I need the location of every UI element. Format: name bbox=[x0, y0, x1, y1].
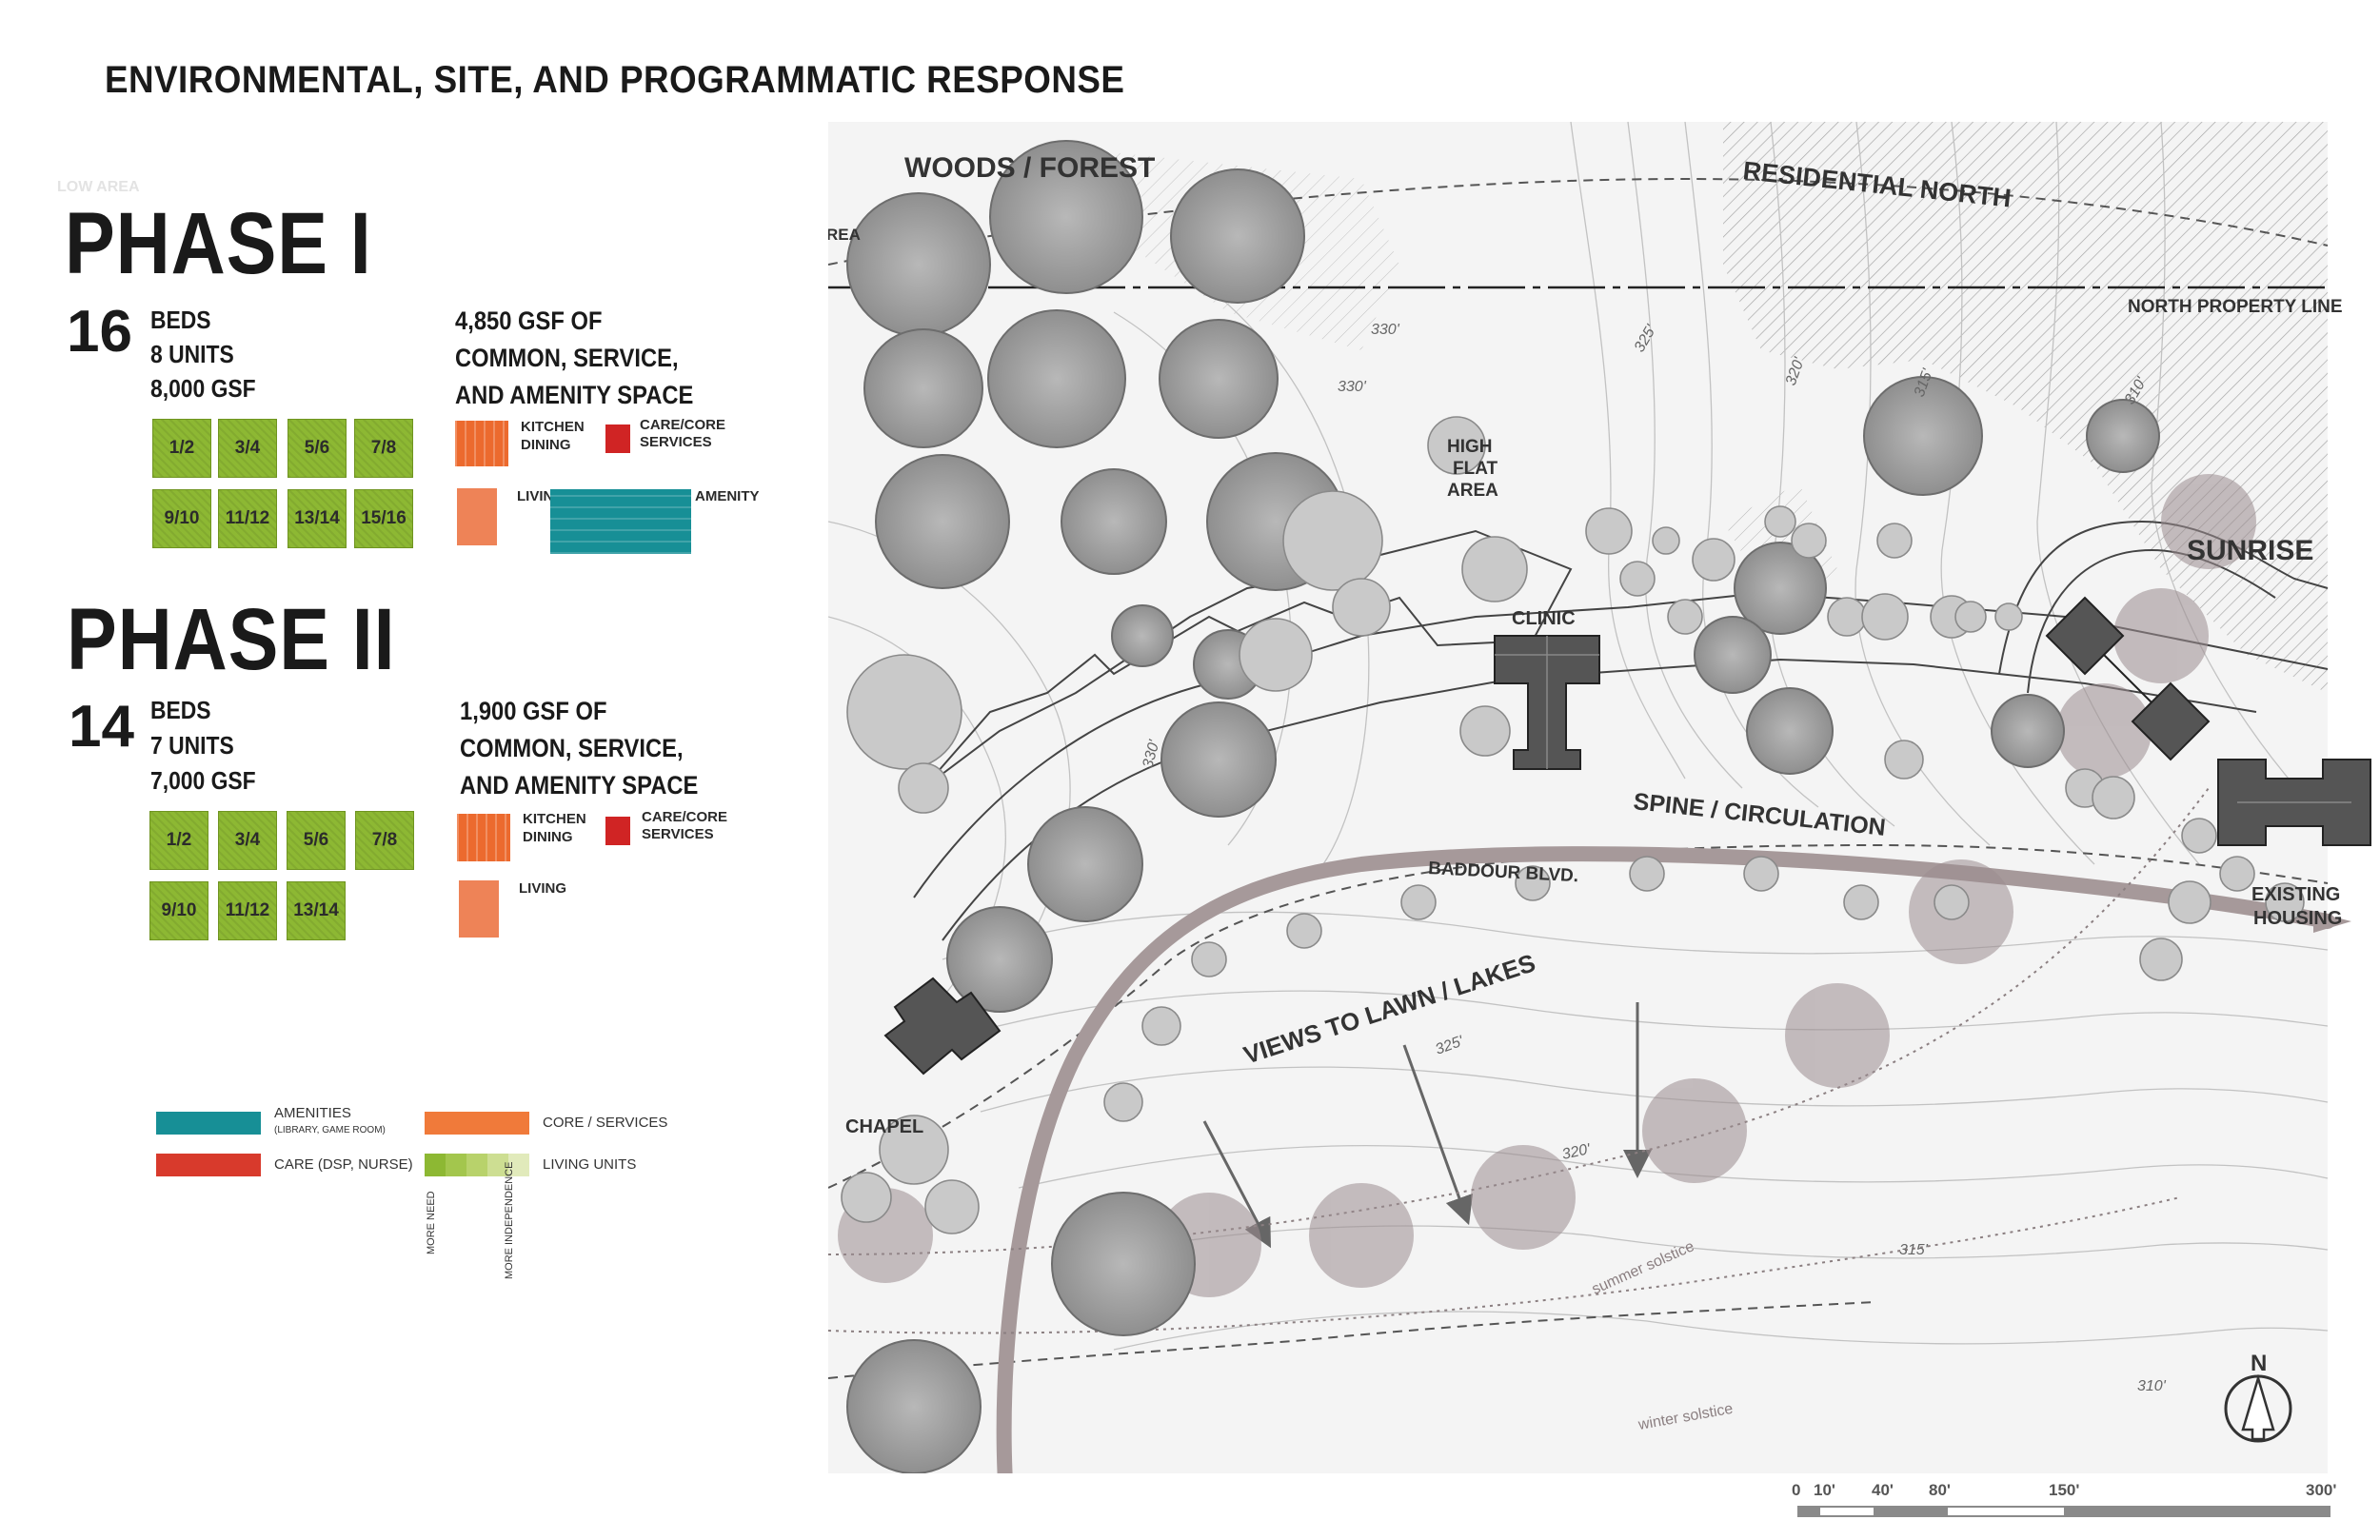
phase1-care-label-1: CARE/CORE bbox=[640, 417, 726, 433]
phase2-title: PHASE II bbox=[67, 591, 396, 688]
map-label-existing-housing-2: HOUSING bbox=[2253, 908, 2342, 929]
map-label-existing-housing-1: EXISTING bbox=[2251, 884, 2340, 905]
phase2-unit: 7/8 bbox=[355, 811, 414, 870]
phase2-beds-label: BEDS bbox=[150, 696, 211, 724]
phase1-kitchen-swatch bbox=[455, 421, 508, 466]
phase1-common-gsf-3: AND AMENITY SPACE bbox=[455, 381, 694, 409]
phase2-unit: 3/4 bbox=[218, 811, 277, 870]
legend-amenities-swatch bbox=[156, 1112, 261, 1135]
legend-core-label: CORE / SERVICES bbox=[543, 1115, 668, 1131]
map-label-chapel: CHAPEL bbox=[845, 1116, 923, 1137]
ghost-low-area: LOW AREA bbox=[57, 179, 140, 195]
phase1-kitchen-label-2: DINING bbox=[521, 437, 571, 453]
contour-label: 310' bbox=[2137, 1378, 2167, 1394]
scale-bar bbox=[1797, 1506, 2330, 1517]
contour-label: 330' bbox=[1371, 322, 1400, 338]
phase2-unit: 5/6 bbox=[287, 811, 346, 870]
legend-amenities-sub: (LIBRARY, GAME ROOM) bbox=[274, 1125, 386, 1135]
phase2-unit: 9/10 bbox=[149, 881, 208, 940]
map-label-low-area: LOW AREA bbox=[828, 226, 861, 244]
map-label-high-flat-2: FLAT bbox=[1453, 459, 1498, 479]
phase2-care-label-2: SERVICES bbox=[642, 826, 714, 842]
contour-label: 320' bbox=[1560, 1141, 1593, 1163]
phase1-beds-count: 16 bbox=[67, 299, 132, 365]
phase1-unit: 9/10 bbox=[152, 489, 211, 548]
phase1-common-gsf-2: COMMON, SERVICE, bbox=[455, 344, 679, 372]
phase1-beds-label: BEDS bbox=[150, 306, 211, 334]
legend-care-label: CARE (DSP, NURSE) bbox=[274, 1156, 413, 1173]
contour-label: 330' bbox=[1338, 379, 1367, 395]
phase1-kitchen-label-1: KITCHEN bbox=[521, 419, 585, 435]
site-plan-map: WOODS / FOREST RESIDENTIAL NORTH NORTH P… bbox=[828, 122, 2371, 1473]
phase2-care-swatch bbox=[605, 817, 630, 845]
map-label-clinic: CLINIC bbox=[1512, 608, 1576, 629]
phase2-living-label: LIVING bbox=[519, 880, 567, 897]
phase1-care-swatch bbox=[605, 424, 630, 453]
scale-label: 300' bbox=[2306, 1481, 2337, 1499]
phase2-beds-count: 14 bbox=[69, 694, 134, 760]
phase2-gsf: 7,000 GSF bbox=[150, 766, 256, 795]
phase1-gsf: 8,000 GSF bbox=[150, 374, 256, 403]
phase1-unit: 3/4 bbox=[218, 419, 277, 478]
phase1-unit: 1/2 bbox=[152, 419, 211, 478]
phase2-kitchen-swatch bbox=[457, 814, 510, 861]
legend-core-swatch bbox=[425, 1112, 529, 1135]
phase1-living-swatch bbox=[457, 488, 497, 545]
phase2-unit: 13/14 bbox=[287, 881, 346, 940]
phase2-kitchen-label-2: DINING bbox=[523, 829, 573, 845]
phase1-unit: 7/8 bbox=[354, 419, 413, 478]
legend-more-need-label: MORE NEED bbox=[426, 1191, 437, 1254]
phase2-common-gsf-1: 1,900 GSF OF bbox=[460, 697, 607, 725]
scale-label: 10' bbox=[1814, 1481, 1835, 1499]
legend-care-swatch bbox=[156, 1154, 261, 1176]
phase2-care-label-1: CARE/CORE bbox=[642, 809, 728, 825]
scale-label: 40' bbox=[1872, 1481, 1894, 1499]
phase2-common-gsf-2: COMMON, SERVICE, bbox=[460, 734, 684, 762]
phase2-units: 7 UNITS bbox=[150, 731, 234, 760]
phase2-unit: 1/2 bbox=[149, 811, 208, 870]
map-label-high-flat-3: AREA bbox=[1447, 481, 1498, 501]
phase2-living-swatch bbox=[459, 880, 499, 938]
phase1-units: 8 UNITS bbox=[150, 340, 234, 368]
north-label: N bbox=[2251, 1351, 2267, 1376]
phase2-unit: 11/12 bbox=[218, 881, 277, 940]
phase1-unit: 11/12 bbox=[218, 489, 277, 548]
legend-amenities-label: AMENITIES bbox=[274, 1105, 351, 1121]
phase1-unit: 13/14 bbox=[288, 489, 347, 548]
phase1-amenity-label: AMENITY bbox=[695, 488, 760, 504]
map-label-north-property-line: NORTH PROPERTY LINE bbox=[2128, 297, 2343, 317]
page-title: ENVIRONMENTAL, SITE, AND PROGRAMMATIC RE… bbox=[105, 59, 1125, 101]
scale-label: 150' bbox=[2049, 1481, 2080, 1499]
map-label-sunrise: SUNRISE bbox=[2187, 535, 2313, 566]
contour-label: 315' bbox=[1899, 1242, 1929, 1258]
legend-living-gradient-swatch bbox=[425, 1154, 529, 1176]
phase1-unit: 15/16 bbox=[354, 489, 413, 548]
phase2-common-gsf-3: AND AMENITY SPACE bbox=[460, 771, 699, 800]
phase1-title: PHASE I bbox=[65, 195, 372, 292]
scale-label: 0 bbox=[1792, 1481, 1801, 1499]
map-label-woods: WOODS / FOREST bbox=[904, 152, 1155, 184]
phase1-unit: 5/6 bbox=[288, 419, 347, 478]
phase1-care-label-2: SERVICES bbox=[640, 434, 712, 450]
phase1-amenity-swatch bbox=[550, 489, 691, 554]
legend-more-independence-label: MORE INDEPENDENCE bbox=[504, 1161, 515, 1279]
phase1-common-gsf-1: 4,850 GSF OF bbox=[455, 306, 603, 335]
north-arrow-icon: N bbox=[2224, 1351, 2292, 1443]
scale-label: 80' bbox=[1929, 1481, 1951, 1499]
legend-living-label: LIVING UNITS bbox=[543, 1156, 637, 1173]
phase2-kitchen-label-1: KITCHEN bbox=[523, 811, 586, 827]
map-label-high-flat-1: HIGH bbox=[1447, 437, 1493, 457]
